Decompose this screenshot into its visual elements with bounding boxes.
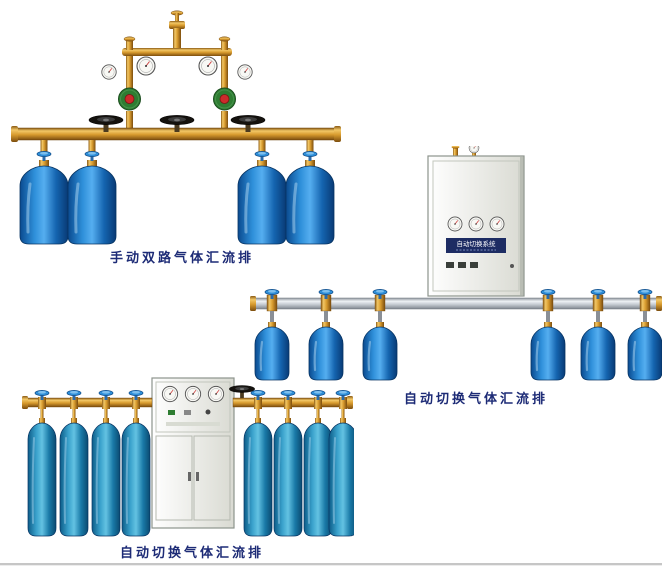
- pressure-gauge: [198, 56, 218, 76]
- panel-switch: [184, 410, 191, 415]
- vent-slot: [470, 262, 478, 268]
- page-bottom-rule: [0, 563, 662, 566]
- cabinet-name-plate: [446, 238, 506, 253]
- pressure-gauge: [101, 64, 117, 80]
- cylinder-drops: [40, 140, 314, 156]
- gas-cylinder: [59, 417, 89, 537]
- panel-gauge: [184, 385, 202, 403]
- figure-caption: 手动双路气体汇流排: [110, 250, 255, 265]
- panel-knob: [205, 409, 211, 415]
- gas-cylinder: [66, 158, 118, 246]
- figure-caption: 自动切换气体汇流排: [120, 545, 265, 560]
- cabinet-door: [193, 435, 231, 521]
- cabinet-top-fittings: [451, 146, 480, 160]
- pressure-regulator: [118, 87, 141, 111]
- panel-indicator: [168, 410, 175, 415]
- figure-caption: 自动切换气体汇流排: [404, 391, 549, 406]
- pipe-end-cap: [334, 126, 341, 142]
- cabinet-door: [155, 435, 193, 521]
- gas-cylinder: [529, 320, 567, 382]
- gas-cylinder: [273, 417, 303, 537]
- panel-gauge: [468, 216, 484, 232]
- top-pipe-assembly: [122, 10, 232, 89]
- door-handle: [196, 472, 199, 481]
- gas-cylinder: [243, 417, 273, 537]
- gas-cylinder: [303, 417, 333, 537]
- cylinder-connections: [38, 397, 347, 419]
- pressure-gauge: [237, 64, 253, 80]
- pipe-end-cap: [11, 126, 18, 142]
- figure-auto-switch-floor: [22, 377, 354, 537]
- pressure-gauge: [136, 56, 156, 76]
- control-cabinet: [151, 377, 235, 529]
- vent-slot: [458, 262, 466, 268]
- door-handle: [188, 472, 191, 481]
- gas-cylinder: [27, 417, 57, 537]
- regulator-down-pipe: [126, 111, 133, 130]
- figure-auto-switch-wall: 自动切换系统: [250, 146, 662, 382]
- gas-cylinder: [579, 320, 617, 382]
- cabinet-lock: [510, 264, 514, 268]
- cabinet-plate-text: 自动切换系统: [457, 239, 497, 248]
- cylinder-valve-knob: [84, 150, 100, 162]
- pipe-end-cap: [250, 296, 256, 311]
- gas-cylinder: [18, 158, 70, 246]
- gas-cylinder: [121, 417, 151, 537]
- figure-manual-dual-manifold: [11, 10, 341, 246]
- regulator-down-pipe: [221, 111, 228, 130]
- control-cabinet: 自动切换系统: [427, 155, 525, 297]
- pipe-end-cap: [347, 396, 353, 409]
- pipe-end-cap: [656, 296, 662, 311]
- panel-gauge: [447, 216, 463, 232]
- pressure-regulator: [213, 87, 236, 111]
- cylinder-valve-knob: [36, 150, 52, 162]
- gas-cylinder: [328, 417, 354, 537]
- gas-cylinder: [361, 320, 399, 382]
- gas-cylinder: [626, 320, 662, 382]
- panel-gauge: [489, 216, 505, 232]
- pipe-end-cap: [22, 396, 28, 409]
- vent-slot: [446, 262, 454, 268]
- panel-gauge: [161, 385, 179, 403]
- cylinder-connections: [266, 294, 651, 324]
- panel-gauge: [207, 385, 225, 403]
- gas-cylinder: [91, 417, 121, 537]
